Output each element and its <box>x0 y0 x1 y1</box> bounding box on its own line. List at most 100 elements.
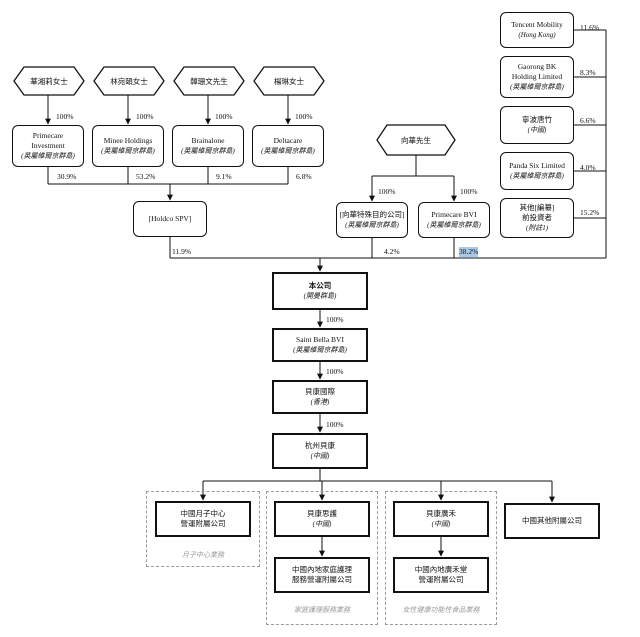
primecare-bvi-name: Primecare BVI <box>431 210 477 219</box>
food-parent-jurisdiction: (中國) <box>431 520 451 528</box>
saint-bella-bvi-name: Saint Bella BVI <box>296 335 344 344</box>
hex-shape-5 <box>376 124 456 156</box>
gaorong-bk-jurisdiction: (英屬維爾京群島) <box>510 83 564 91</box>
ningbo-tangzhu-country: (中國) <box>527 126 547 134</box>
gaorong-bk-name: Gaorong BK <box>517 62 557 71</box>
maternity-segment-frame <box>146 491 260 567</box>
pct-others: 15.2% <box>580 208 600 217</box>
pct-hex2: 100% <box>136 112 154 121</box>
other-investors-box: 其他[編纂] 前投資者 (附註1) <box>500 198 574 238</box>
home-care-parent-name: 貝康思護 <box>307 509 337 518</box>
pct-panda: 4.0% <box>580 163 596 172</box>
pct-brainalone: 9.1% <box>216 172 232 181</box>
hex-shape-2 <box>93 66 165 96</box>
pct-hex3: 100% <box>215 112 233 121</box>
primecare-bvi-jurisdiction: (英屬維爾京群島) <box>427 221 481 229</box>
primecare-bvi-box: Primecare BVI (英屬維爾京群島) <box>418 202 490 238</box>
minee-holdings-jurisdiction: (英屬維爾京群島) <box>101 147 155 155</box>
food-child-box: 中國內地廣禾堂 營運附屬公司 <box>393 557 489 593</box>
company-jurisdiction: (開曼群島) <box>303 292 337 300</box>
home-care-child-name: 中國內地家庭護理 <box>292 565 352 574</box>
pct-hex1: 100% <box>56 112 74 121</box>
hangzhou-beikang-name: 杭州貝康 <box>305 441 335 450</box>
shareholder-xiang-hua: 向華先生 <box>401 135 431 145</box>
hex-shape-1 <box>13 66 85 96</box>
primecare-investment-name-2: Investment <box>31 141 65 150</box>
maternity-centre-subs-name-2: 營運附屬公司 <box>180 519 226 528</box>
pct-holdco: 11.9% <box>172 247 192 256</box>
hex-shape-4 <box>253 66 325 96</box>
primecare-investment-jurisdiction: (英屬維爾京群島) <box>21 152 75 160</box>
deltacare-box: Deltacare (英屬維爾京群島) <box>252 125 324 167</box>
pct-primecare-bvi-company: 38.2% <box>459 247 479 257</box>
brainalone-name: Brainalone <box>191 136 225 145</box>
pct-tencent: 11.6% <box>580 23 600 32</box>
minee-holdings-name: Minee Holdings <box>103 136 153 145</box>
xiang-hua-spv-name: [向華特殊目的公司] <box>339 210 405 219</box>
food-child-name: 中國內地廣禾堂 <box>414 565 468 574</box>
pct-deltacare: 6.8% <box>296 172 312 181</box>
panda-six-box: Panda Six Limited (英屬維爾京群島) <box>500 152 574 190</box>
food-child-name-2: 營運附屬公司 <box>418 575 464 584</box>
pct-xiang-spv: 100% <box>378 187 396 196</box>
pct-chain-3: 100% <box>326 420 344 429</box>
home-care-child-box: 中國內地家庭護理 服務營運附屬公司 <box>274 557 370 593</box>
panda-six-jurisdiction: (英屬維爾京群島) <box>510 172 564 180</box>
pct-minee: 53.2% <box>136 172 156 181</box>
food-segment-frame <box>385 491 497 625</box>
home-care-child-name-2: 服務營運附屬公司 <box>292 575 352 584</box>
pct-ningbo: 6.6% <box>580 116 596 125</box>
pct-chain-1: 100% <box>326 315 344 324</box>
maternity-centre-subs-name: 中國月子中心 <box>180 509 226 518</box>
other-investors-note: (附註1) <box>525 224 549 232</box>
company-box: 本公司 (開曼群島) <box>272 272 368 310</box>
company-name: 本公司 <box>308 281 332 290</box>
holdco-spv-name: [Holdco SPV] <box>148 214 192 223</box>
pct-hex4: 100% <box>295 112 313 121</box>
primecare-investment-name: Primecare <box>32 131 64 140</box>
home-care-parent-box: 貝康思護 (中國) <box>274 501 370 537</box>
other-subs-name: 中國其他附屬公司 <box>522 516 582 525</box>
gaorong-bk-box: Gaorong BK Holding Limited (英屬維爾京群島) <box>500 56 574 98</box>
beikang-international-jurisdiction: (香港) <box>310 398 330 406</box>
ningbo-tangzhu-box: 寧波唐竹 寧波唐竹 (中國) <box>500 106 574 144</box>
tencent-mobility-box: Tencent Mobility (Hong Kong) <box>500 12 574 48</box>
food-parent-name: 貝康廣禾 <box>426 509 456 518</box>
shareholder-han-shanwen: 韓珊文先生 <box>190 76 228 86</box>
saint-bella-bvi-jurisdiction: (英屬維爾京群島) <box>293 346 347 354</box>
panda-six-name: Panda Six Limited <box>509 161 565 170</box>
pct-primecare-investment: 30.9% <box>57 172 77 181</box>
maternity-segment-caption: 月子中心業務 <box>182 551 224 559</box>
brainalone-jurisdiction: (英屬維爾京群島) <box>181 147 235 155</box>
brainalone-box: Brainalone (英屬維爾京群島) <box>172 125 244 167</box>
pct-gaorong: 8.3% <box>580 68 596 77</box>
deltacare-name: Deltacare <box>273 136 303 145</box>
saint-bella-bvi-box: Saint Bella BVI (英屬維爾京群島) <box>272 328 368 362</box>
tencent-mobility-jurisdiction: (Hong Kong) <box>518 31 556 39</box>
other-investors-name: 其他[編纂] <box>519 203 555 212</box>
shareholder-yang-lin: 楊琳女士 <box>274 76 304 86</box>
tencent-mobility-name: Tencent Mobility <box>511 20 563 29</box>
food-segment-caption: 女性健康功能性食品業務 <box>402 606 480 614</box>
home-care-segment-caption: 家庭護理服務業務 <box>294 606 350 614</box>
minee-holdings-box: Minee Holdings (英屬維爾京群島) <box>92 125 164 167</box>
pct-primecare-bvi-own: 100% <box>460 187 478 196</box>
primecare-investment-box: Primecare Investment (英屬維爾京群島) <box>12 125 84 167</box>
deltacare-jurisdiction: (英屬維爾京群島) <box>261 147 315 155</box>
ningbo-tangzhu-name: 寧波唐竹 <box>522 115 552 124</box>
hangzhou-beikang-box: 杭州貝康 (中國) <box>272 433 368 469</box>
maternity-centre-subs-box: 中國月子中心 營運附屬公司 <box>155 501 251 537</box>
holdco-spv-box: [Holdco SPV] <box>133 201 207 237</box>
gaorong-bk-name-2: Holding Limited <box>511 72 563 81</box>
other-subs-box: 中國其他附屬公司 <box>504 503 600 539</box>
xiang-hua-spv-jurisdiction: (英屬維爾京群島) <box>345 221 399 229</box>
food-parent-box: 貝康廣禾 (中國) <box>393 501 489 537</box>
pct-xiang-spv-company: 4.2% <box>384 247 400 256</box>
pct-chain-2: 100% <box>326 367 344 376</box>
shareholder-hua-xiangli: 華湘莉女士 <box>30 76 68 86</box>
beikang-international-name: 貝康國際 <box>305 387 335 396</box>
home-care-parent-jurisdiction: (中國) <box>312 520 332 528</box>
hex-shape-3 <box>173 66 245 96</box>
other-investors-name-2: 前投資者 <box>522 213 552 222</box>
